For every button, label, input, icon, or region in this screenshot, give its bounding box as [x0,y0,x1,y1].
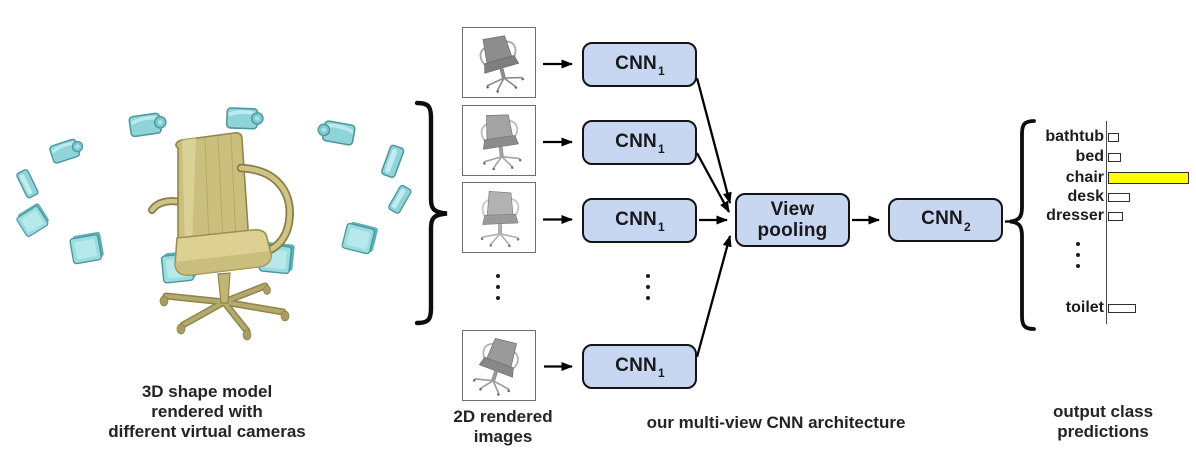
cnn1-box-1: CNN1 [582,42,697,87]
images-caption-line2: images [473,427,533,446]
rendered-view-thumbnail-2 [462,105,536,176]
output-predictions-chart: bathtub bed chair desk dresser toilet [1020,118,1196,338]
prediction-row-bathtub: bathtub [1020,127,1196,147]
rendered-view-thumbnail-1 [462,27,536,98]
prediction-bar [1108,171,1189,184]
rendered-view-thumbnail-3 [462,182,536,253]
cnn2-label: CNN2 [921,208,971,234]
left-caption-line2: rendered with [151,402,263,421]
class-label: bathtub [1045,128,1104,145]
cnn2-box: CNN2 [888,198,1003,242]
chart-axis [1106,121,1107,324]
prediction-bar [1108,132,1119,142]
cnn1-label: CNN1 [615,130,665,157]
images-ellipsis-dots [496,274,500,300]
left-caption-line1: 3D shape model [141,382,273,401]
architecture-caption-text: our multi-view CNN architecture [646,413,906,432]
prediction-bar [1108,192,1130,202]
class-label: dresser [1046,207,1104,224]
view-pooling-label-line1: View [770,199,815,220]
class-label: bed [1075,148,1104,165]
cnn1-label: CNN1 [615,52,665,79]
class-label: chair [1065,168,1104,186]
class-label: toilet [1065,299,1104,316]
rendered-view-thumbnail-4 [462,330,536,401]
architecture-caption: our multi-view CNN architecture [626,413,926,433]
scene-brace [414,100,448,326]
left-caption-line3: different virtual cameras [108,422,306,441]
output-caption-line1: output class [1052,402,1154,421]
cnn1-label: CNN1 [615,208,665,235]
prediction-bar [1108,303,1136,313]
cnn1-label: CNN1 [615,354,665,381]
cnn1-box-4: CNN1 [582,344,697,389]
cnn1-box-2: CNN1 [582,120,697,165]
prediction-row-chair: chair [1020,168,1196,188]
images-caption: 2D rendered images [433,407,573,447]
prediction-row-dresser: dresser [1020,206,1196,226]
chart-ellipsis-dots [1076,242,1080,268]
cnn-ellipsis-dots [646,274,650,300]
prediction-row-bed: bed [1020,147,1196,167]
class-label: desk [1067,188,1104,205]
prediction-row-toilet: toilet [1020,298,1196,318]
left-caption: 3D shape model rendered with different v… [37,382,377,442]
output-caption: output class predictions [1023,402,1183,442]
output-caption-line2: predictions [1057,422,1149,441]
prediction-bar [1108,152,1121,162]
images-caption-line1: 2D rendered [453,407,553,426]
cnn1-box-3: CNN1 [582,198,697,243]
prediction-bar [1108,211,1123,221]
chair-3d-model [148,132,294,341]
view-pooling-box: View pooling [735,193,850,247]
view-pooling-label-line2: pooling [757,220,828,241]
prediction-row-desk: desk [1020,187,1196,207]
